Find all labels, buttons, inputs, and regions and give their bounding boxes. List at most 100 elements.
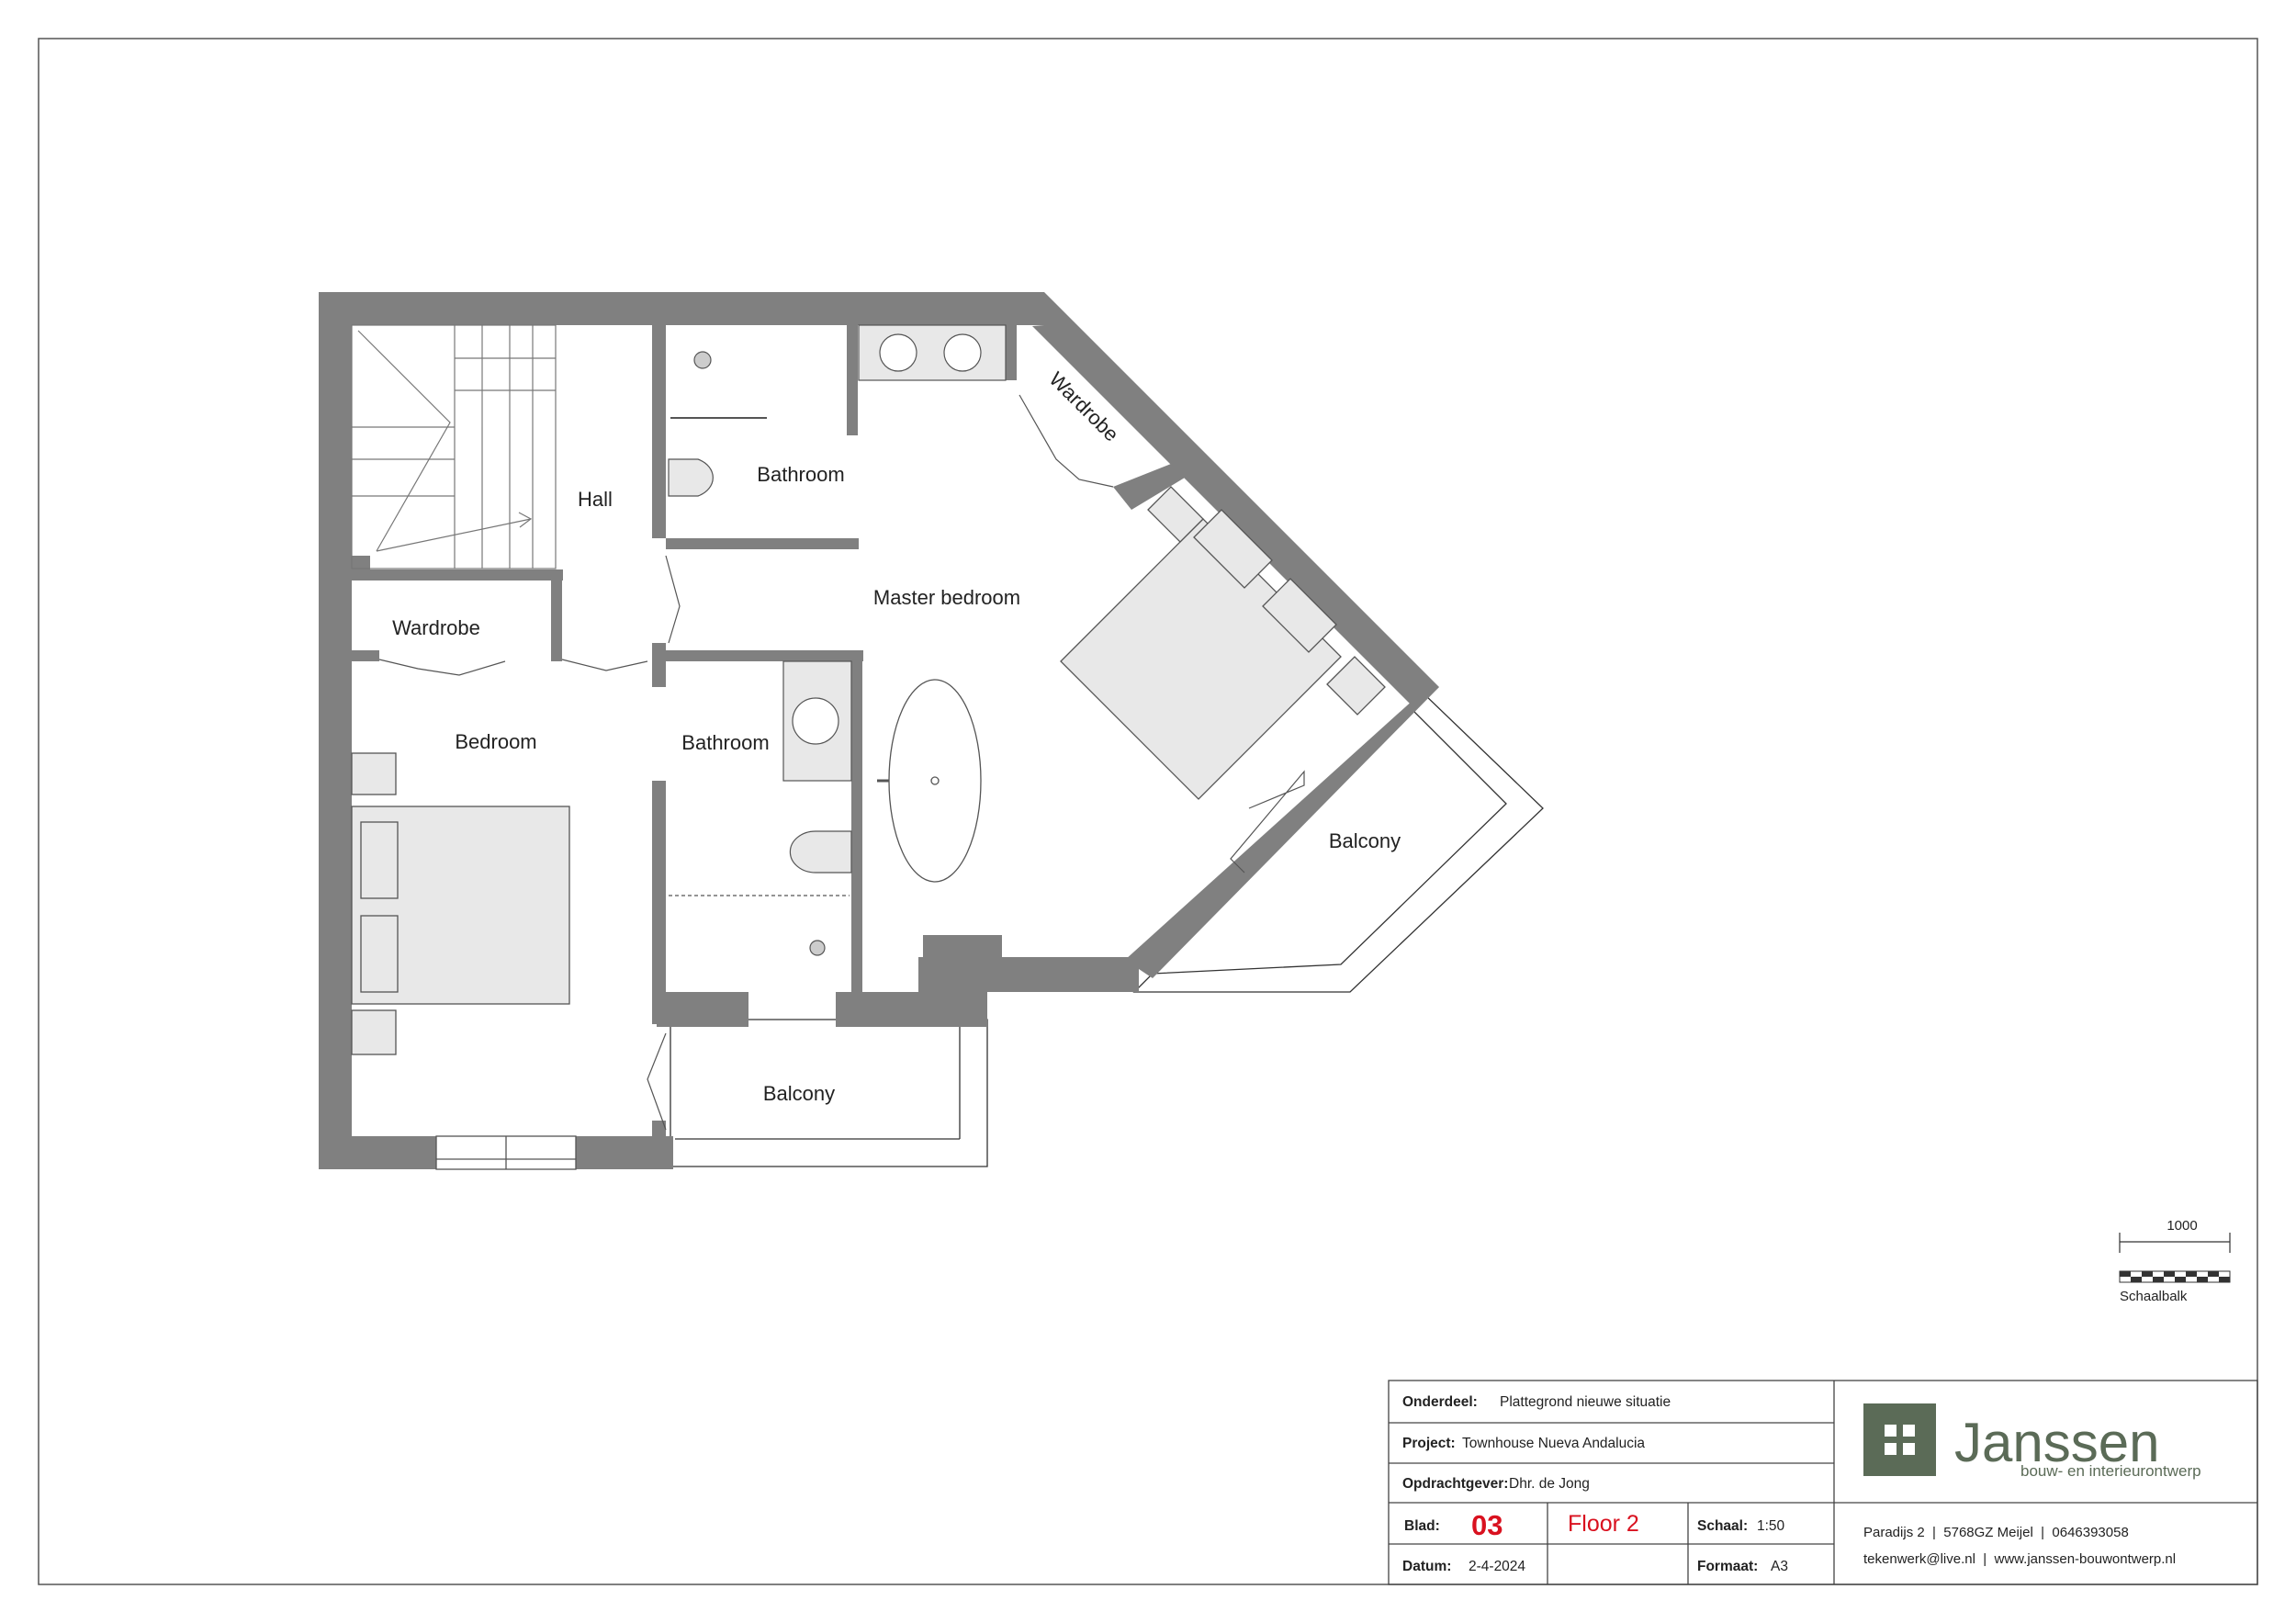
balcony-bottom-door: [647, 1032, 667, 1131]
company-contact: tekenwerk@live.nl | www.janssen-bouwontw…: [1863, 1551, 2176, 1567]
exterior-walls: [319, 292, 1439, 1169]
stair-arrowhead: [518, 512, 533, 528]
room-label-bathroom-mid: Bathroom: [681, 731, 769, 754]
stair-outline: [351, 324, 557, 569]
logo-square-1: [1885, 1425, 1896, 1437]
scale-bar-length: 1000: [2167, 1218, 2197, 1234]
company-tagline: bouw- en interieurontwerp: [2020, 1462, 2201, 1480]
sink-left: [879, 333, 917, 372]
interior-walls: [352, 325, 1185, 1139]
master-bed-frame: [1060, 518, 1342, 800]
wall-hall-left: [551, 569, 562, 661]
stair-direction: [357, 330, 451, 552]
nightstand-4: [351, 1009, 397, 1055]
wardrobe-left-doors: [378, 555, 681, 676]
wall-wardrobe-bottom: [352, 650, 379, 661]
wall-bath-mid-right: [851, 650, 862, 992]
hall-door-leaf: [561, 659, 648, 671]
wardrobe-left-door-leaf: [378, 659, 506, 676]
bathroom-top-fixtures: [668, 324, 1007, 497]
onderdeel-value: Plattegrond nieuwe situatie: [1500, 1394, 1671, 1410]
company-branding: Janssen bouw- en interieurontwerp Paradi…: [1863, 1403, 2201, 1567]
nightstand-2: [1326, 656, 1386, 716]
scale-bar-caption: Schaalbalk: [2120, 1289, 2188, 1304]
balcony-door-leaf: [1230, 770, 1305, 873]
wall-wardrobe-top: [352, 569, 563, 580]
logo-square-3: [1885, 1443, 1896, 1455]
sheet-number: 03: [1471, 1509, 1503, 1541]
master-door-leaf: [665, 555, 681, 644]
bedroom-pillow-1: [360, 821, 399, 899]
room-label-wardrobe-left: Wardrobe: [392, 616, 480, 639]
logo-square-4: [1903, 1443, 1915, 1455]
format-value: A3: [1771, 1559, 1788, 1574]
balcony-bottom-door-leaf: [647, 1032, 667, 1131]
sink-right: [943, 333, 982, 372]
title-block-text: Onderdeel: Plattegrond nieuwe situatie P…: [1402, 1394, 1788, 1574]
bedroom-pillow-2: [360, 915, 399, 993]
date-value: 2-4-2024: [1469, 1559, 1525, 1574]
client-value: Dhr. de Jong: [1509, 1476, 1590, 1492]
floor-plan: Hall Bathroom Master bedroom Wardrobe Wa…: [319, 292, 1544, 1170]
wall-bath-mid-top: [666, 650, 863, 661]
room-label-bathroom-top: Bathroom: [757, 463, 844, 486]
wardrobe-door-leaf: [1019, 394, 1114, 488]
wall-pier: [923, 935, 1002, 990]
logo-square-2: [1903, 1425, 1915, 1437]
format-key: Formaat:: [1697, 1559, 1758, 1574]
onderdeel-key: Onderdeel:: [1402, 1394, 1478, 1410]
wall-bath-bottom-left: [657, 992, 748, 1027]
nightstand-3: [351, 752, 397, 795]
title-block-frame: [1388, 1380, 2258, 1585]
wall-stair-base: [352, 556, 370, 574]
bathtub-drain: [930, 776, 940, 785]
wall-bed-bottom-col: [652, 1121, 666, 1139]
bathroom-mid-fixtures: [669, 660, 852, 956]
wall-wardrobe-jamb: [1006, 325, 1017, 380]
bathtub: [877, 679, 982, 883]
shower-drain-mid: [809, 940, 826, 956]
nightstand-1: [1147, 486, 1204, 543]
sink-mid: [792, 697, 839, 745]
balcony-right-door: [1230, 770, 1305, 873]
staircase: [351, 324, 557, 569]
master-bed: [1060, 486, 1386, 800]
sheet-border: [38, 38, 2258, 1585]
scale-bar: 1000 Schaalbalk: [2119, 1218, 2231, 1304]
scale-bar-checker: [2119, 1270, 2231, 1283]
wall-bottom-left: [319, 1136, 436, 1169]
logo-mark: [1863, 1403, 1936, 1476]
wardrobe-right-door: [1019, 394, 1114, 488]
wall-bath-bottom: [666, 538, 859, 549]
company-address: Paradijs 2 | 5768GZ Meijel | 0646393058: [1863, 1525, 2129, 1540]
scale-key: Schaal:: [1697, 1518, 1748, 1534]
shower-drain: [693, 351, 712, 369]
wall-hall-column: [652, 643, 666, 687]
company-name: Janssen: [1954, 1412, 2159, 1473]
bedroom-furniture: [351, 752, 577, 1170]
sheet-key: Blad:: [1404, 1518, 1440, 1534]
toilet-top: [668, 458, 714, 497]
room-label-master-bedroom: Master bedroom: [873, 586, 1020, 609]
wall-bottom-mid: [576, 1136, 673, 1169]
wall-bath-bottom-right: [836, 992, 987, 1027]
client-key: Opdrachtgever:: [1402, 1476, 1508, 1492]
wall-diagonal-se: [1125, 687, 1439, 978]
project-value: Townhouse Nueva Andalucia: [1462, 1436, 1645, 1451]
toilet-mid: [789, 830, 852, 873]
wall-left: [319, 292, 352, 1169]
wall-wardrobe-diag: [1113, 464, 1185, 510]
title-block: [1388, 1380, 2258, 1585]
wall-diagonal-ne: [1032, 292, 1439, 709]
scale-value: 1:50: [1757, 1518, 1785, 1534]
wall-top: [319, 292, 1044, 325]
wall-hall-bath: [652, 325, 666, 538]
floor-name: Floor 2: [1568, 1511, 1639, 1537]
room-label-bedroom: Bedroom: [455, 730, 536, 753]
master-bed-pillow-1: [1193, 509, 1273, 589]
stair-arrow: [376, 518, 532, 552]
date-key: Datum:: [1402, 1559, 1451, 1574]
room-label-hall: Hall: [578, 488, 613, 511]
room-label-balcony-bottom: Balcony: [763, 1082, 835, 1105]
